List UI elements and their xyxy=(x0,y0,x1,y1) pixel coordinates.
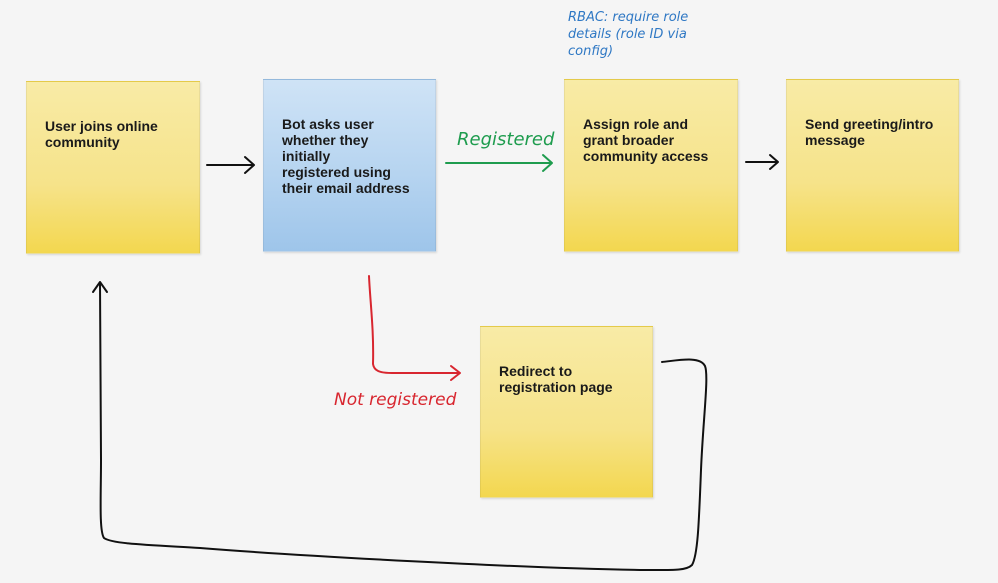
note-redirect[interactable]: Redirect to registration page xyxy=(480,326,653,498)
note-bot-asks[interactable]: Bot asks user whether they initially reg… xyxy=(263,79,436,252)
note-assign-role-text: Assign role and grant broader community … xyxy=(583,116,709,164)
arrow-assign-to-greeting[interactable] xyxy=(745,154,779,170)
registered-label[interactable]: Registered xyxy=(457,129,555,150)
rbac-annotation[interactable]: RBAC: require role details (role ID via … xyxy=(568,10,689,59)
not-registered-label[interactable]: Not registered xyxy=(334,390,457,410)
note-assign-role[interactable]: Assign role and grant broader community … xyxy=(564,79,738,252)
note-send-greeting[interactable]: Send greeting/intro message xyxy=(786,79,959,252)
arrow-registered[interactable] xyxy=(445,154,553,172)
note-user-joins-text: User joins online community xyxy=(45,118,158,150)
note-send-greeting-text: Send greeting/intro message xyxy=(805,116,934,148)
note-bot-asks-text: Bot asks user whether they initially reg… xyxy=(282,116,410,196)
note-redirect-text: Redirect to registration page xyxy=(499,363,613,395)
note-user-joins[interactable]: User joins online community xyxy=(26,81,200,254)
arrow-user-to-bot[interactable] xyxy=(206,156,255,174)
arrow-not-registered[interactable] xyxy=(368,275,461,381)
